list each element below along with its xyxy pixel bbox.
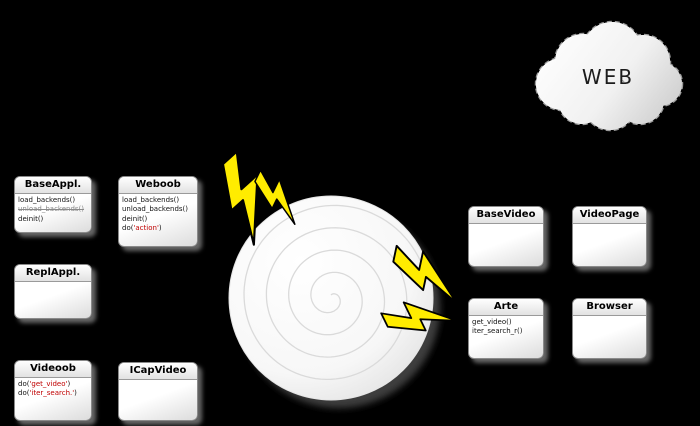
class-title: BaseVideo: [469, 207, 543, 224]
class-box-browser: Browser: [572, 298, 647, 359]
class-body: [573, 316, 646, 358]
method-text-segment: ): [67, 380, 71, 388]
web-cloud-label: WEB: [582, 65, 634, 89]
class-body: [119, 380, 197, 420]
class-body: do('get_video') do('iter_search.'): [15, 378, 91, 420]
class-body: [573, 224, 646, 266]
class-body: load_backends() unload_backends() deinit…: [15, 194, 91, 232]
method-line: deinit(): [18, 214, 44, 223]
class-box-basevideo: BaseVideo: [468, 206, 544, 267]
method-line: load_backends(): [18, 196, 76, 204]
class-title: VideoPage: [573, 207, 646, 224]
web-cloud: WEB: [534, 20, 684, 132]
method-line: load_backends(): [122, 196, 180, 204]
spiral-blob: [228, 195, 440, 408]
method-text-segment: do(: [18, 389, 30, 398]
class-title: ReplAppl.: [15, 265, 91, 282]
class-title: Arte: [469, 299, 543, 316]
method-line: do('action'): [122, 224, 194, 233]
method-line: get_video(): [472, 318, 512, 326]
method-text-segment: 'action': [133, 224, 159, 233]
class-box-baseappl: BaseAppl. load_backends() unload_backend…: [14, 176, 92, 233]
class-title: Browser: [573, 299, 646, 316]
method-line: iter_search_r(): [472, 327, 523, 336]
class-title: Weboob: [119, 177, 197, 194]
class-box-arte: Arte get_video() iter_search_r(): [468, 298, 544, 359]
method-line: do('iter_search.'): [18, 389, 88, 398]
method-line: unload_backends(): [122, 205, 189, 214]
class-box-videoob: Videoob do('get_video') do('iter_search.…: [14, 360, 92, 421]
class-box-icapvideo: ICapVideo: [118, 362, 198, 421]
spiral-disc: [228, 195, 434, 401]
class-box-replappl: ReplAppl.: [14, 264, 92, 319]
class-body: [469, 224, 543, 266]
method-text-segment: do(: [18, 380, 30, 388]
class-title: Videoob: [15, 361, 91, 378]
method-line: deinit(): [122, 214, 148, 223]
class-title: BaseAppl.: [15, 177, 91, 194]
method-text-segment: 'iter_search.': [29, 389, 75, 398]
method-text-segment: do(: [122, 224, 134, 233]
spiral-line: [243, 204, 424, 381]
method-text-segment: 'get_video': [29, 380, 68, 388]
class-box-weboob: Weboob load_backends() unload_backends()…: [118, 176, 198, 247]
class-body: get_video() iter_search_r(): [469, 316, 543, 358]
class-body: [15, 282, 91, 318]
method-line: do('get_video'): [18, 380, 88, 389]
class-body: load_backends() unload_backends() deinit…: [119, 194, 197, 246]
class-box-videopage: VideoPage: [572, 206, 647, 267]
class-title: ICapVideo: [119, 363, 197, 380]
method-text-segment: ): [74, 389, 77, 398]
method-text-segment: ): [158, 224, 162, 233]
method-line: unload_backends(): [18, 205, 85, 214]
